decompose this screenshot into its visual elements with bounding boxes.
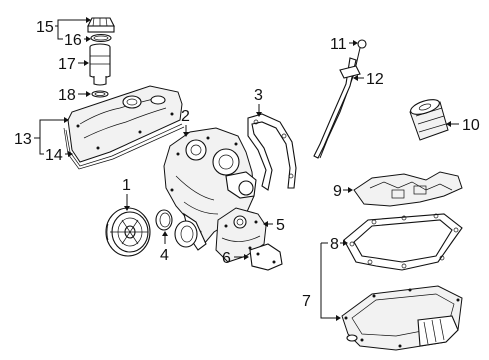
svg-text:11: 11: [330, 36, 347, 53]
svg-text:15: 15: [36, 19, 54, 36]
front-cover-gasket: [247, 113, 297, 191]
callout-16: 16: [57, 26, 91, 49]
dipstick-tube: [313, 57, 361, 159]
callout-7: 7: [302, 243, 341, 321]
callout-4: 4: [160, 231, 169, 264]
svg-text:16: 16: [64, 32, 82, 49]
callout-18: 18: [58, 87, 91, 104]
callout-2: 2: [181, 108, 190, 137]
svg-text:3: 3: [254, 87, 263, 104]
oil-pump-cover: [249, 243, 283, 271]
valve-cover: [67, 85, 183, 163]
svg-text:18: 18: [58, 87, 76, 104]
oil-filter: [409, 99, 449, 141]
callout-3: 3: [254, 87, 263, 117]
svg-text:1: 1: [122, 177, 131, 194]
callout-15: 15: [36, 17, 91, 36]
oil-filler-tube: [89, 43, 111, 86]
oil-pan-gasket: [343, 213, 463, 271]
svg-text:7: 7: [302, 293, 311, 310]
callout-9: 9: [333, 183, 353, 200]
svg-text:12: 12: [366, 71, 384, 88]
oil-filler-cap: [87, 17, 115, 33]
oil-pan-baffle: [353, 171, 463, 207]
svg-text:4: 4: [160, 247, 169, 264]
svg-text:2: 2: [181, 108, 190, 125]
svg-text:14: 14: [45, 147, 63, 164]
callout-8: 8: [321, 236, 348, 253]
filler-tube-o-ring: [91, 90, 109, 98]
svg-text:5: 5: [276, 217, 285, 234]
callout-6: 6: [222, 250, 249, 267]
callout-11: 11: [330, 36, 358, 53]
callout-10: 10: [446, 117, 480, 134]
callout-17: 17: [58, 56, 89, 73]
oil-dipstick: [319, 39, 367, 159]
svg-text:8: 8: [330, 236, 339, 253]
callout-14: 14: [39, 138, 73, 164]
crankshaft-front-seal: [155, 209, 198, 248]
cap-seal: [90, 33, 112, 43]
valve-cover-gasket: [63, 123, 185, 170]
svg-text:10: 10: [462, 117, 480, 134]
callout-13: 13: [14, 117, 69, 148]
svg-text:6: 6: [222, 250, 231, 267]
callout-1: 1: [122, 177, 131, 211]
svg-text:17: 17: [58, 56, 76, 73]
oil-pan: [341, 285, 463, 351]
svg-text:13: 13: [14, 131, 32, 148]
crankshaft-balancer: [105, 207, 151, 257]
callout-12: 12: [353, 71, 384, 88]
callout-5: 5: [263, 217, 285, 234]
svg-text:9: 9: [333, 183, 342, 200]
